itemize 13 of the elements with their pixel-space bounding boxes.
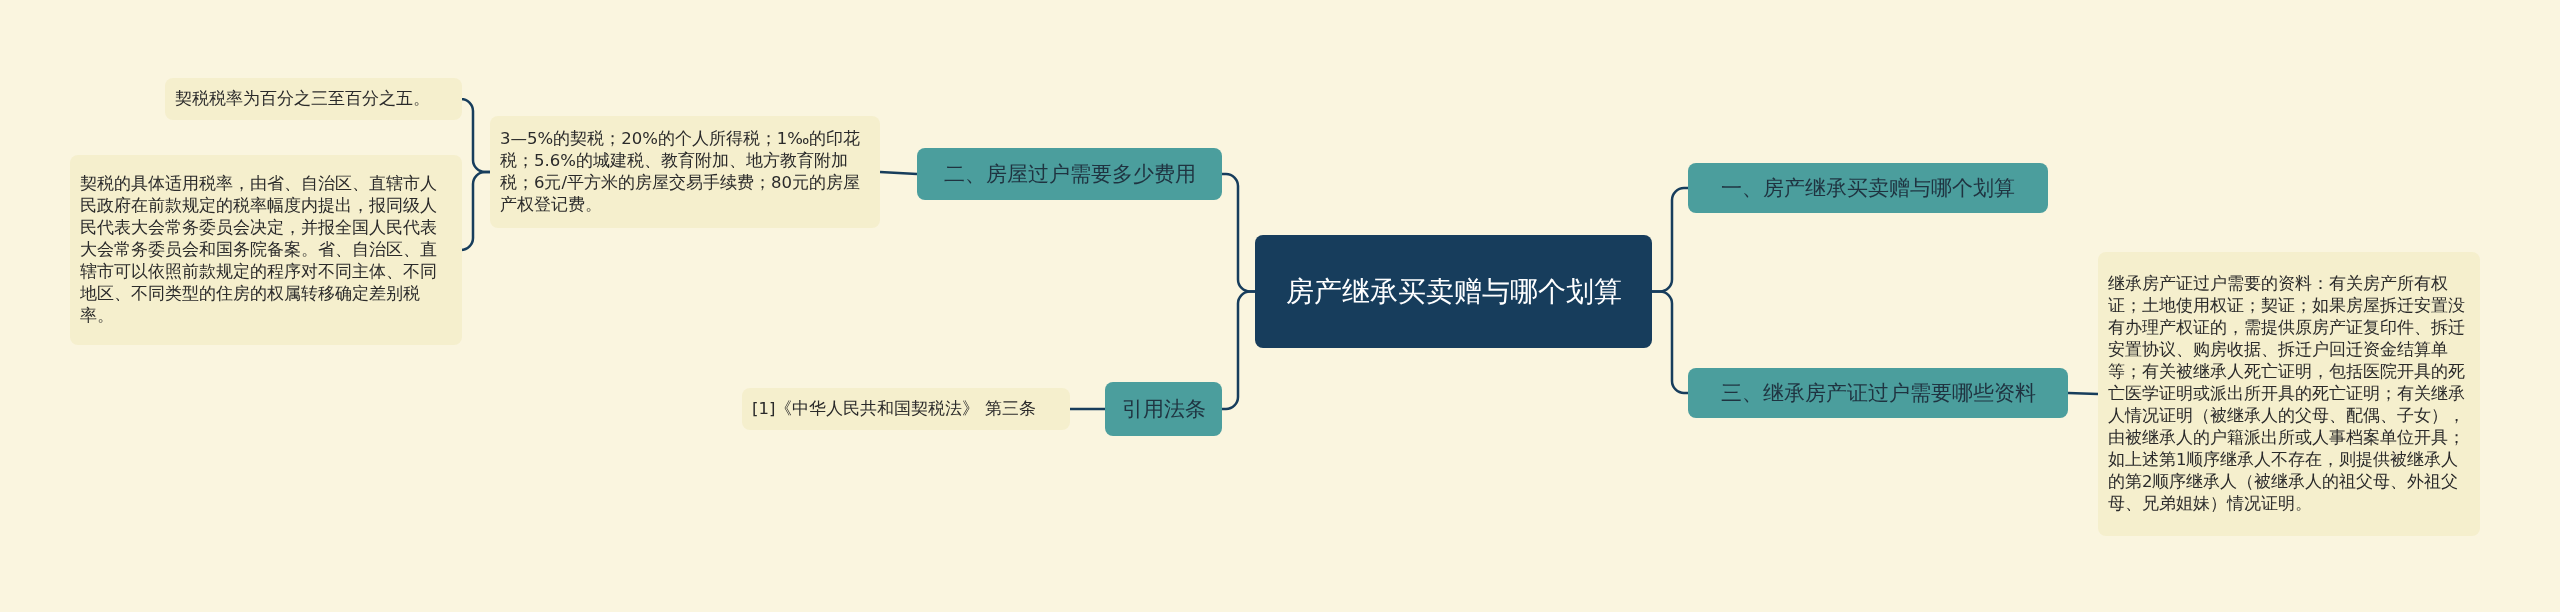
note-card: 契税税率为百分之三至百分之五。 xyxy=(165,78,462,120)
note-card: [1]《中华人民共和国契税法》 第三条 xyxy=(742,388,1070,430)
topic-box: 一、房产继承买卖赠与哪个划算 xyxy=(1688,163,2048,213)
topic-box: 引用法条 xyxy=(1105,382,1222,436)
connector-line xyxy=(879,170,918,176)
note-card: 3—5%的契税；20%的个人所得税；1‰的印花税；5.6%的城建税、教育附加、地方教育附加税；6元/平方米的房屋交易手续费；80元的房屋产权登记费。 xyxy=(490,116,880,228)
topic-box: 二、房屋过户需要多少费用 xyxy=(917,148,1222,200)
connector-line xyxy=(2067,391,2099,396)
note-card: 继承房产证过户需要的资料：有关房产所有权证；土地使用权证；契证；如果房屋拆迁安置没有办理产权证的，需提供原房产证复印件、拆迁安置协议、购房收据、拆迁户回迁资金结算单等；有关被继承人死亡证明，包括医院开具的死亡医学证明或派出所开具的死亡证明；有关继承人情况证明（被继承人的父母、配偶、子女），由被继承人的户籍派出所或人事档案单位开具；如上述第1顺序继承人不存在，则提供被继承人的第2顺序继承人（被继承人的祖父母、外祖父母、兄弟姐妹）情况证明。 xyxy=(2098,252,2480,536)
connector-line xyxy=(1070,407,1105,411)
central-topic: 房产继承买卖赠与哪个划算 xyxy=(1255,235,1652,348)
topic-box: 三、继承房产证过户需要哪些资料 xyxy=(1688,368,2068,418)
note-card: 契税的具体适用税率，由省、自治区、直辖市人民政府在前款规定的税率幅度内提出，报同级人民代表大会常务委员会决定，并报全国人民代表大会常务委员会和国务院备案。省、自治区、直辖市可以依照前款规定的程序对不同主体、不同地区、不同类型的住房的权属转移确定差别税率。 xyxy=(70,155,462,345)
